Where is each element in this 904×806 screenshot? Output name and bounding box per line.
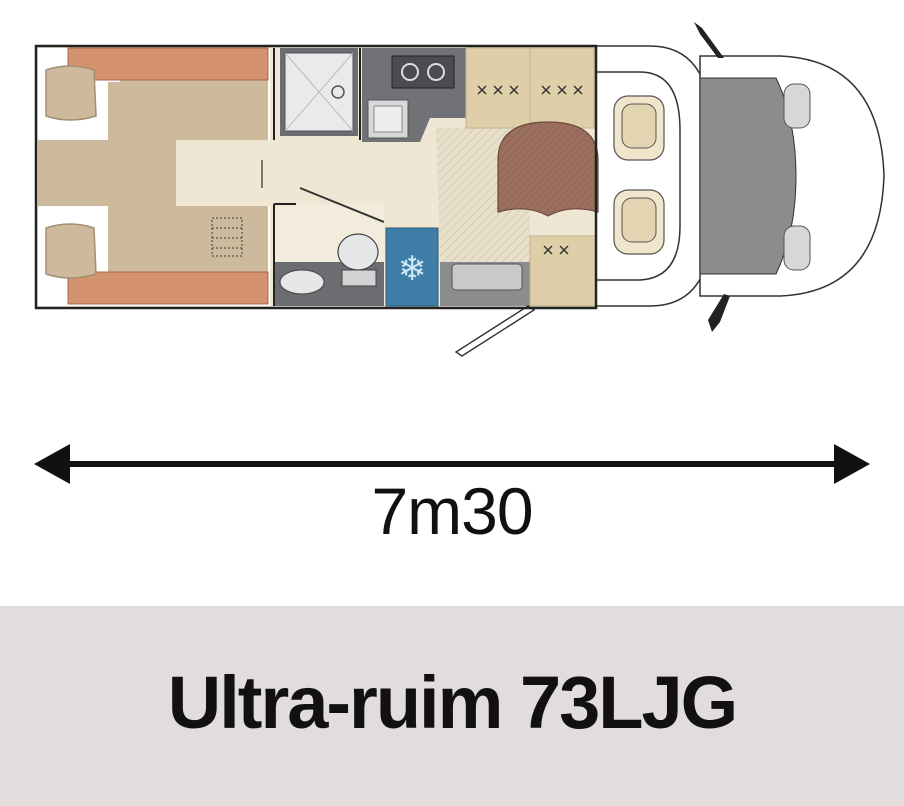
fridge (385, 227, 439, 307)
shower-drain-icon (331, 85, 345, 99)
pillow-icon (45, 223, 97, 279)
dining-table (497, 121, 599, 217)
ladder-icon (211, 217, 243, 257)
cab-seat-driver (613, 95, 665, 161)
shower (280, 48, 358, 136)
bed-headboard-bottom (67, 271, 269, 305)
kitchen-unit (362, 48, 466, 142)
washbasin-icon (279, 269, 325, 295)
body-outline (34, 44, 598, 310)
vehicle-cab (694, 22, 885, 332)
seat-belt-marks (477, 85, 583, 255)
vehicle-length-label: 7m30 (371, 474, 533, 548)
entry-step (440, 262, 530, 306)
pillow-icon (45, 65, 97, 121)
length-dimension-arrow (34, 444, 870, 484)
toilet-icon (337, 233, 379, 271)
model-name-title: Ultra-ruim 73LJG (167, 661, 738, 744)
mirror-icon (694, 22, 724, 58)
vent-grille-top (783, 83, 811, 129)
cab-seat-passenger (613, 189, 665, 255)
washroom-door (299, 187, 385, 223)
cab-partition (595, 45, 713, 307)
mirror-icon (708, 294, 730, 332)
entry-door (454, 305, 536, 357)
bench-seat-bottom (529, 235, 597, 307)
snowflake-icon: ❄ (398, 249, 427, 289)
arrow-left-icon (34, 444, 70, 484)
rear-twin-beds (38, 47, 270, 306)
windscreen (699, 77, 797, 275)
vent-grille-bottom (783, 225, 811, 271)
bed-headboard-top (67, 47, 269, 81)
floor-plan-diagram: ❄ (34, 22, 885, 357)
arrow-right-icon (834, 444, 870, 484)
washroom (274, 187, 385, 306)
footer-band (0, 606, 904, 806)
